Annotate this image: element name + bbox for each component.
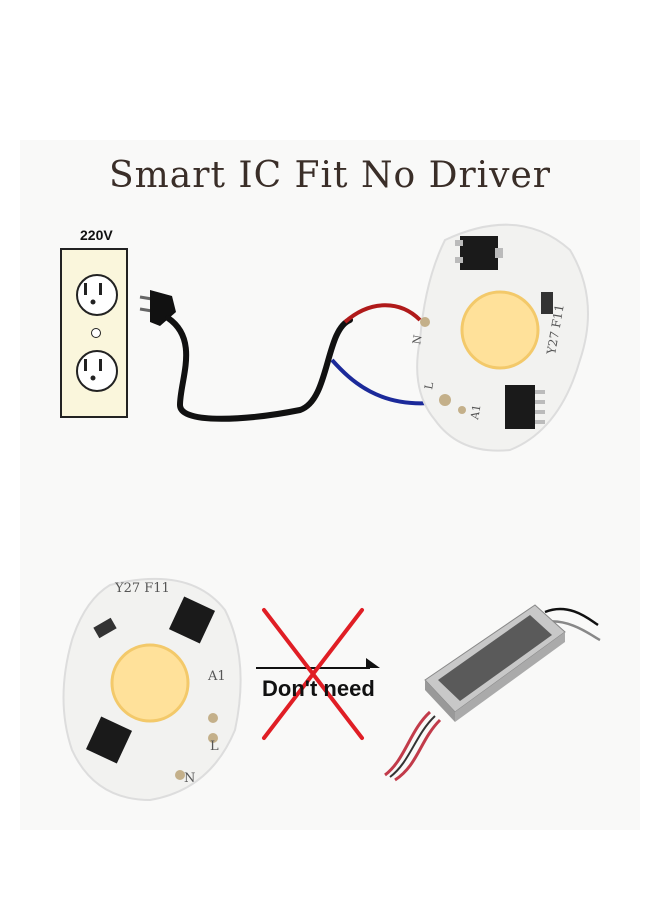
bottom-chip-l: L — [210, 739, 219, 754]
wall-outlet — [60, 248, 128, 418]
blue-wire — [330, 358, 441, 406]
top-chip-l: L — [422, 380, 436, 390]
bottom-chip-a1: A1 — [207, 669, 226, 684]
arrow-line — [256, 658, 380, 669]
outlet-receptacle-top — [76, 274, 118, 316]
led-driver-box — [384, 604, 601, 782]
outlet-screw — [91, 328, 101, 338]
bottom-chip-n: N — [184, 771, 195, 786]
red-x-mark — [262, 608, 364, 740]
bottom-chip-model: Y27 F11 — [114, 581, 170, 596]
bottom-cob-chip: Y27 F11 A1 L N — [62, 577, 242, 802]
page-title: Smart IC Fit No Driver — [108, 155, 552, 196]
power-cord — [165, 315, 353, 422]
top-chip-a1: A1 — [468, 404, 484, 422]
red-wire — [343, 303, 422, 324]
dont-need-label: Don't need — [262, 676, 375, 701]
outlet-receptacle-bottom — [76, 350, 118, 392]
top-chip-n: N — [410, 333, 425, 345]
voltage-label: 220V — [80, 227, 113, 243]
outlet-slots — [84, 283, 102, 381]
top-cob-chip: Y27 F11 A1 N L — [410, 223, 589, 452]
